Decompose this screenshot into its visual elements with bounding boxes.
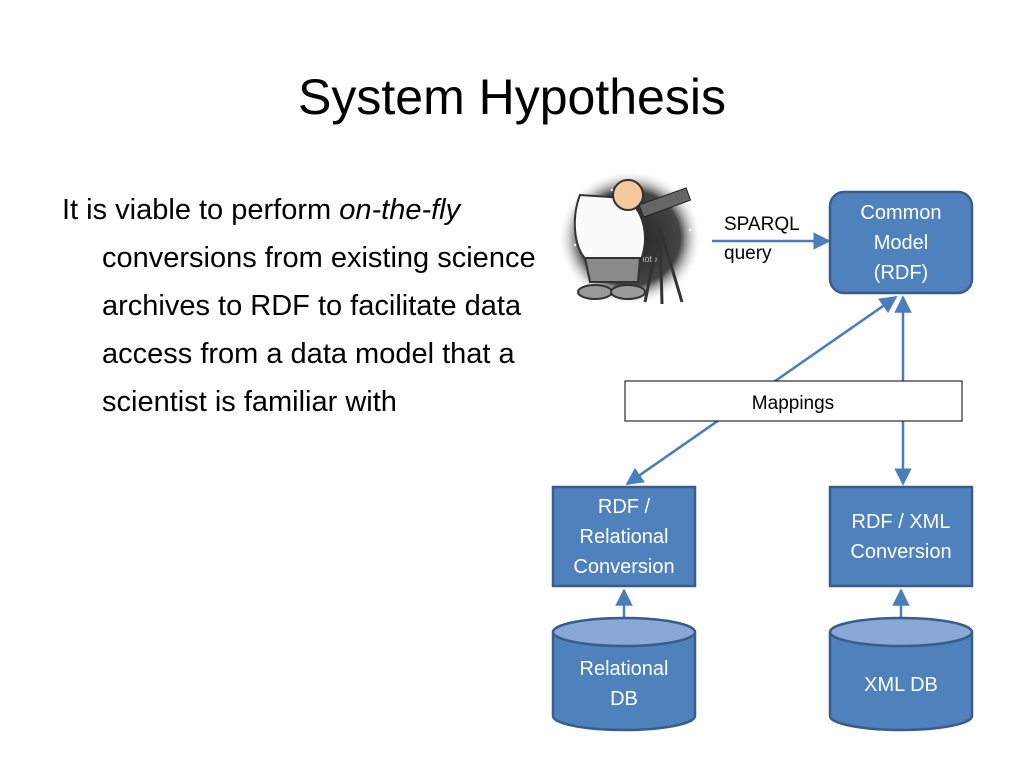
body-text-italic: on-the-fly	[339, 194, 461, 226]
rdf-relational-line3: Conversion	[573, 556, 674, 578]
rdf-xml-line2: Conversion	[850, 541, 951, 563]
rdf-relational-line1: RDF /	[598, 496, 651, 518]
slide-title: System Hypothesis	[298, 69, 726, 125]
astronomer-telescope-icon: Clockphoto	[558, 170, 702, 306]
body-text-start: It is viable to perform	[62, 194, 340, 226]
mappings-box: Mappings	[624, 380, 963, 422]
body-bullet-text: It is viable to perform on-the-fly conve…	[62, 186, 552, 426]
common-model-line2: Model	[874, 232, 928, 254]
sparql-label-line2: query	[724, 243, 772, 264]
rdf-xml-conversion-box: RDF / XML Conversion	[828, 485, 974, 588]
common-model-line3: (RDF)	[874, 262, 928, 284]
relational-db-line2: DB	[610, 688, 638, 710]
body-text-end: conversions from existing science archiv…	[102, 242, 536, 418]
xml-db-label: XML DB	[864, 674, 938, 696]
mappings-label: Mappings	[752, 393, 834, 414]
common-model-box: Common Model (RDF)	[828, 190, 974, 295]
rdf-xml-line1: RDF / XML	[852, 511, 951, 533]
common-model-line1: Common	[860, 202, 941, 224]
xml-db-cylinder: XML DB	[828, 616, 974, 732]
rdf-relational-conversion-box: RDF / Relational Conversion	[551, 485, 697, 588]
relational-db-line1: Relational	[580, 658, 669, 680]
sparql-label-line1: SPARQL	[724, 214, 800, 235]
rdf-relational-line2: Relational	[580, 526, 669, 548]
relational-db-cylinder: Relational DB	[551, 616, 697, 732]
